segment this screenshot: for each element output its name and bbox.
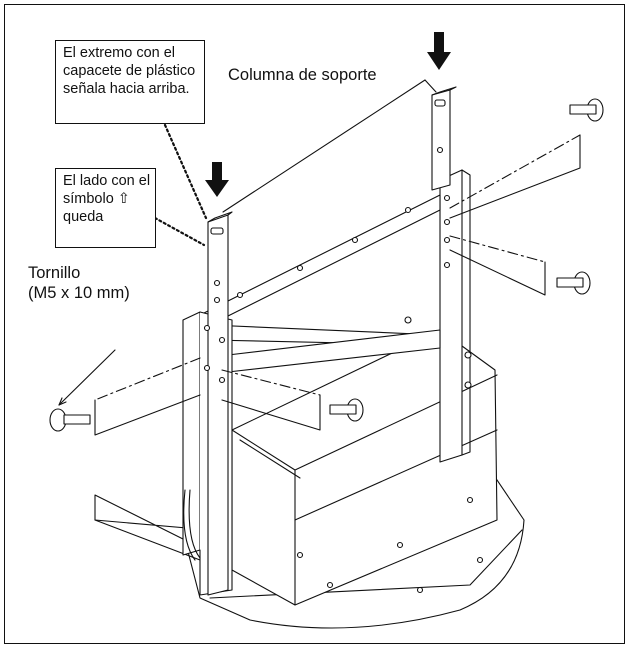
right-support-column (431, 89, 451, 191)
callout-line: capacete de plástico (63, 63, 196, 79)
callout-line: El extremo con el (63, 45, 176, 61)
callout-line: queda (63, 209, 104, 225)
left-frame-post (182, 311, 201, 556)
callout-line: El lado con el (63, 173, 151, 189)
screw-size-label: (M5 x 10 mm) (28, 284, 130, 302)
screw-label: Tornillo (28, 264, 81, 282)
arrow-down-icon (205, 162, 229, 197)
left-support-column (207, 214, 229, 596)
diagram-frame (4, 4, 625, 644)
callout-line: señala hacia arriba. (63, 81, 190, 97)
arrow-down-icon (427, 32, 451, 70)
callout-line: símbolo ⇧ (63, 191, 130, 207)
plastic-cap-callout: El extremo con el capacete de plástico s… (55, 40, 205, 124)
screw-icon (49, 98, 604, 432)
arrow-symbol-callout: El lado con el símbolo ⇧ queda (55, 168, 156, 248)
support-column-label: Columna de soporte (228, 66, 377, 84)
